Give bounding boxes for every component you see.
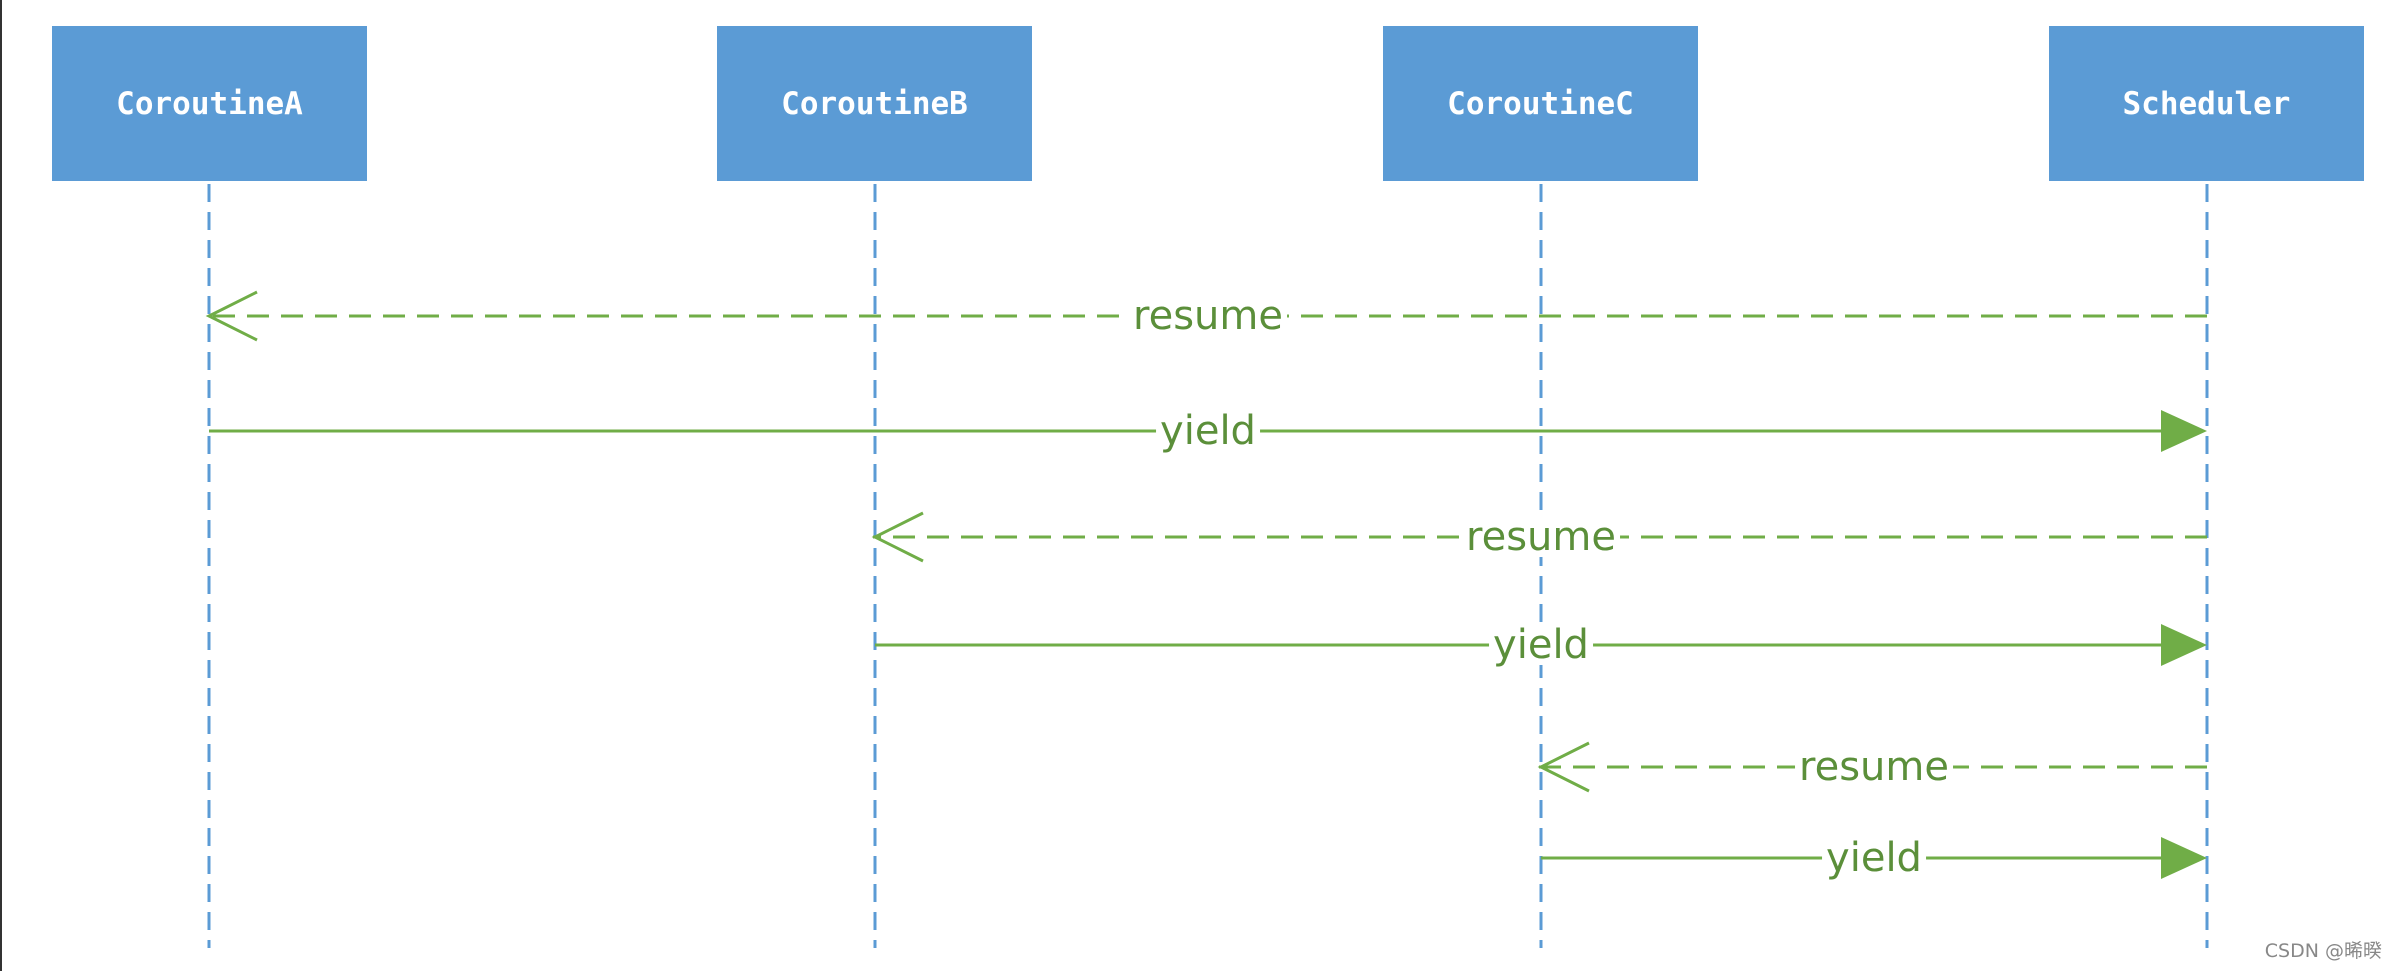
participant-label: Scheduler [2122, 85, 2291, 122]
participant-label: CoroutineC [1447, 85, 1634, 122]
message-label: resume [1129, 296, 1287, 336]
watermark: CSDN @晞暌 [2264, 940, 2382, 962]
open-arrowhead [1537, 741, 1590, 793]
participant-coroutine-c: CoroutineC [1383, 26, 1698, 181]
left-border [0, 0, 2, 971]
message-label: resume [1462, 517, 1620, 557]
open-arrowhead [871, 511, 924, 563]
message-resume-s-to-c [1537, 741, 2207, 793]
message-label: yield [1156, 411, 1260, 451]
participant-coroutine-b: CoroutineB [717, 26, 1032, 181]
filled-arrowhead [2161, 624, 2207, 666]
participant-label: CoroutineB [781, 85, 968, 122]
filled-arrowhead [2161, 410, 2207, 452]
filled-arrowhead [2161, 837, 2207, 879]
message-label: yield [1489, 625, 1593, 665]
open-arrowhead [205, 290, 258, 342]
message-label: yield [1822, 838, 1926, 878]
participant-coroutine-a: CoroutineA [52, 26, 367, 181]
participant-scheduler: Scheduler [2049, 26, 2364, 181]
message-label: resume [1795, 747, 1953, 787]
participant-label: CoroutineA [116, 85, 303, 122]
